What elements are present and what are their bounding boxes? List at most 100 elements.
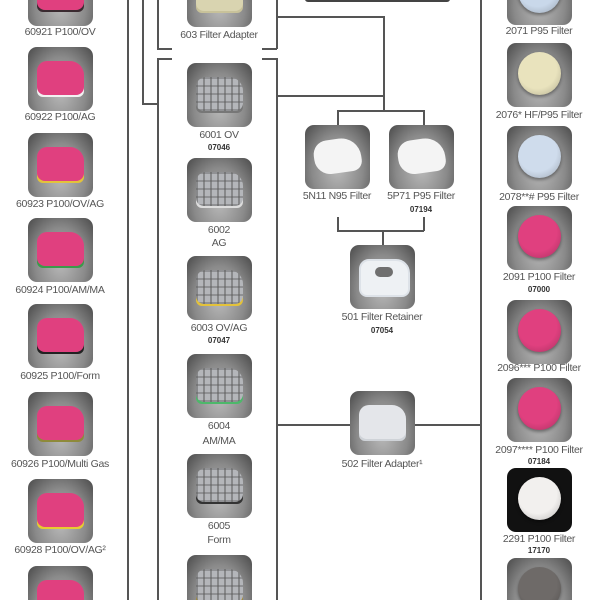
connector-line	[423, 110, 425, 125]
top-connector-bar	[305, 0, 450, 2]
connector-line	[157, 58, 159, 600]
product-thumbnail[interactable]	[507, 378, 572, 442]
connector-line	[276, 0, 278, 49]
connector-line	[423, 217, 425, 231]
cartridge-image	[37, 232, 84, 266]
product-label: 60924 P100/AM/MA	[15, 284, 105, 296]
product-thumbnail[interactable]	[305, 125, 370, 189]
connector-line	[157, 0, 159, 48]
product-label: 60925 P100/Form	[20, 370, 100, 382]
product-code: 07000	[527, 285, 551, 294]
connector-line	[337, 217, 339, 231]
product-label: 60926 P100/Multi Gas	[11, 458, 109, 470]
filter-pad-image	[311, 135, 364, 177]
cartridge-image	[37, 406, 84, 440]
connector-line	[127, 0, 129, 600]
product-thumbnail[interactable]	[28, 0, 93, 26]
cartridge-image	[359, 405, 406, 439]
product-thumbnail[interactable]	[507, 558, 572, 600]
product-thumbnail[interactable]	[28, 304, 93, 368]
product-thumbnail[interactable]	[507, 126, 572, 190]
product-code: 07054	[370, 326, 394, 335]
filter-disc-image	[518, 477, 561, 520]
product-label: 6003 OV/AG	[190, 322, 248, 334]
product-thumbnail[interactable]	[28, 479, 93, 543]
product-code: 07046	[207, 143, 231, 152]
product-thumbnail[interactable]	[187, 158, 252, 222]
product-thumbnail[interactable]	[28, 133, 93, 197]
product-label: 6001 OV	[199, 129, 239, 141]
product-thumbnail[interactable]	[350, 391, 415, 455]
product-thumbnail[interactable]	[507, 300, 572, 364]
product-label: 502 Filter Adapter¹	[341, 458, 423, 470]
product-label: 60928 P100/OV/AG²	[14, 544, 106, 556]
product-sublabel: AM/MA	[202, 435, 236, 447]
connector-line	[157, 48, 172, 50]
product-thumbnail[interactable]	[187, 354, 252, 418]
product-thumbnail[interactable]	[507, 206, 572, 270]
cartridge-image	[37, 0, 84, 10]
filter-disc-image	[518, 215, 561, 258]
cartridge-image	[37, 318, 84, 352]
product-thumbnail[interactable]	[187, 63, 252, 127]
filter-disc-image	[518, 135, 561, 178]
product-thumbnail[interactable]	[187, 555, 252, 600]
product-code: 07047	[207, 336, 231, 345]
cartridge-image	[37, 61, 84, 95]
product-label: 6002	[207, 224, 231, 236]
cartridge-image	[37, 580, 84, 600]
product-thumbnail[interactable]	[28, 47, 93, 111]
product-thumbnail[interactable]	[507, 0, 572, 25]
product-label: 60922 P100/AG	[24, 111, 96, 123]
product-label: 2078**# P95 Filter	[499, 191, 579, 203]
cartridge-image	[196, 569, 243, 600]
cartridge-image	[196, 0, 243, 11]
product-thumbnail[interactable]	[28, 218, 93, 282]
filter-disc-image	[518, 309, 561, 352]
product-thumbnail[interactable]	[507, 468, 572, 532]
retainer-image	[359, 259, 410, 297]
connector-line	[382, 230, 384, 245]
product-label: 5N11 N95 Filter	[302, 190, 372, 202]
product-code: 17170	[527, 546, 551, 555]
product-thumbnail[interactable]	[350, 245, 415, 309]
product-sublabel: Form	[207, 534, 231, 546]
product-thumbnail[interactable]	[187, 256, 252, 320]
cartridge-image	[37, 147, 84, 181]
product-sublabel: AG	[211, 237, 227, 249]
product-thumbnail[interactable]	[507, 43, 572, 107]
connector-line	[142, 0, 144, 104]
cartridge-image	[37, 493, 84, 527]
product-thumbnail[interactable]	[28, 566, 93, 600]
product-label: 603 Filter Adapter	[180, 29, 258, 41]
connector-line	[276, 58, 278, 600]
cartridge-image	[196, 368, 243, 402]
product-label: 2091 P100 Filter	[502, 271, 576, 283]
product-code: 07184	[527, 457, 551, 466]
connector-line	[276, 16, 383, 18]
product-thumbnail[interactable]	[28, 392, 93, 456]
cartridge-image	[196, 270, 243, 304]
connector-line	[337, 110, 339, 125]
connector-line	[480, 0, 482, 600]
connector-line	[142, 103, 157, 105]
connector-line	[262, 58, 277, 60]
connector-line	[337, 110, 424, 112]
product-label: 2097**** P100 Filter	[495, 444, 583, 456]
product-thumbnail[interactable]	[187, 454, 252, 518]
product-label: 6005	[207, 520, 231, 532]
product-code: 07194	[409, 205, 433, 214]
product-label: 2076* HF/P95 Filter	[495, 109, 583, 121]
filter-pad-image	[395, 135, 448, 177]
connector-line	[262, 48, 277, 50]
cartridge-image	[196, 77, 243, 111]
product-thumbnail[interactable]	[389, 125, 454, 189]
connector-line	[157, 58, 172, 60]
product-label: 2071 P95 Filter	[505, 25, 573, 37]
product-label: 2291 P100 Filter	[502, 533, 576, 545]
product-label: 501 Filter Retainer	[341, 311, 423, 323]
product-thumbnail[interactable]	[187, 0, 252, 27]
connector-line	[383, 16, 385, 111]
product-label: 2096*** P100 Filter	[497, 362, 581, 374]
